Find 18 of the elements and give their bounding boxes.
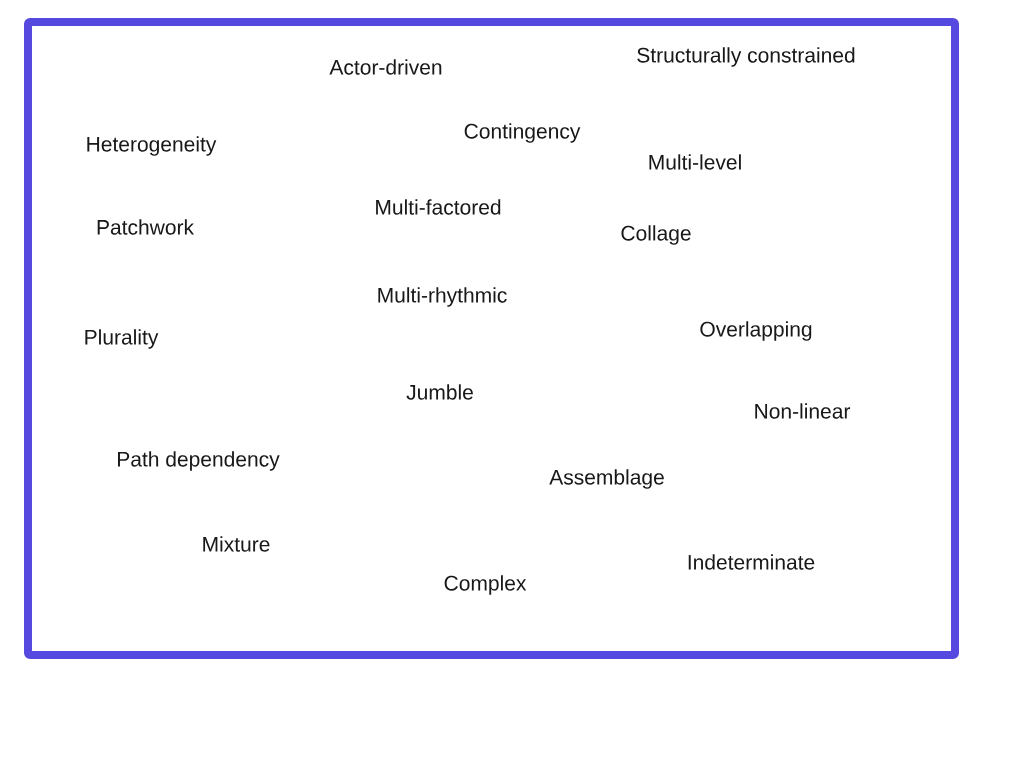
word-label: Path dependency — [118, 451, 280, 471]
word-label: Collage — [621, 225, 691, 245]
word-label: Contingency — [464, 123, 581, 143]
word-label: Structurally constrained — [637, 47, 855, 67]
word-label: Heterogeneity — [87, 136, 217, 156]
word-label: Complex — [444, 575, 527, 595]
word-label: Indeterminate — [688, 554, 815, 570]
word-label: Patchwork — [97, 219, 195, 235]
word-label: Non-linear — [755, 403, 851, 419]
word-label: Multi-rhythmic — [378, 287, 507, 307]
word-label: Multi-factored — [376, 199, 501, 215]
word-label: Actor-driven — [329, 59, 442, 75]
word-label: Jumble — [406, 384, 473, 400]
word-label: Overlapping — [700, 321, 812, 341]
word-label: Multi-level — [649, 154, 741, 170]
word-label: Plurality — [85, 329, 159, 349]
word-label: Mixture — [203, 536, 270, 552]
word-label: Assemblage — [549, 469, 664, 489]
